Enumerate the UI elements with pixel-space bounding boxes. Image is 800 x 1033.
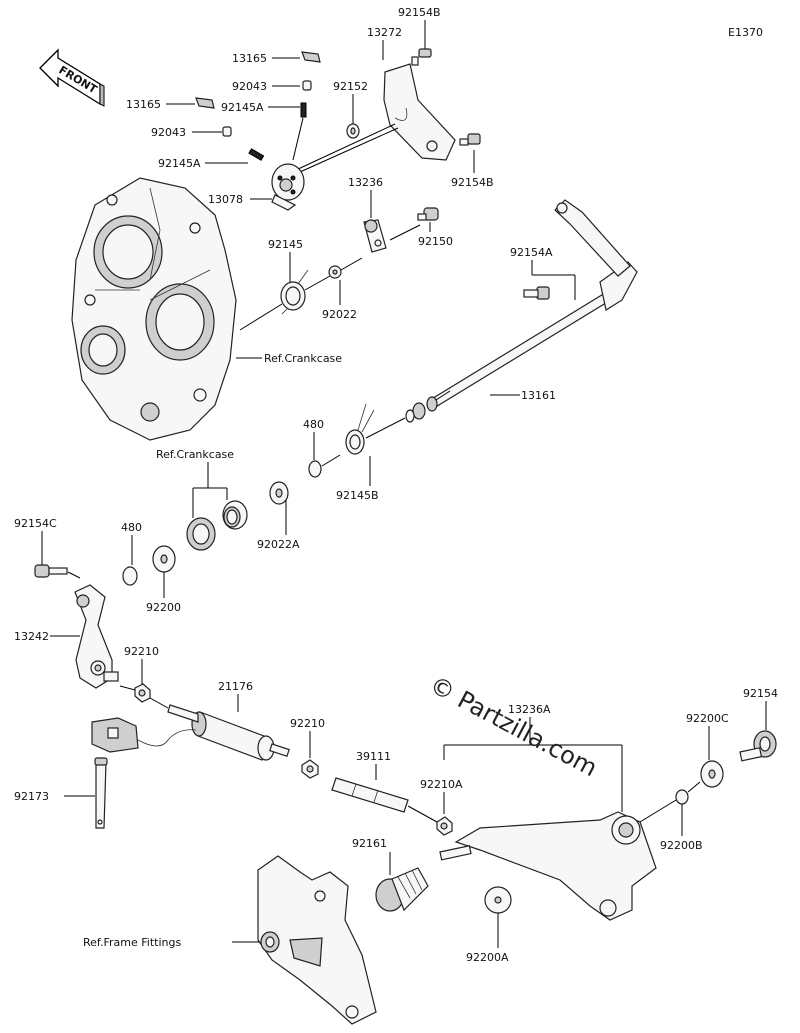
label-13165-b: 13165 [126,98,161,111]
label-92210-a: 92210 [124,645,159,658]
ratchet-13078 [271,163,305,211]
nut-92210A [436,816,453,836]
rubber-92161 [375,867,429,912]
label-92154A: 92154A [510,246,553,259]
circlip-480-b [122,566,138,586]
spring-92145A-b [248,148,265,161]
oil-seal [186,517,216,551]
plate-13272 [383,63,456,161]
label-480-a: 480 [303,418,324,431]
label-92210-b: 92210 [290,717,325,730]
bolt-92154B-top [411,48,432,66]
watermark: © Partzilla.com [425,671,602,783]
label-92152: 92152 [333,80,368,93]
label-92200C: 92200C [686,712,729,725]
label-13078: 13078 [208,193,243,206]
label-92150: 92150 [418,235,453,248]
label-21176: 21176 [218,680,253,693]
part-13165-b [195,97,215,109]
label-92200: 92200 [146,601,181,614]
label-39111: 39111 [356,750,391,763]
ref-frame-fittings: Ref.Frame Fittings [83,936,181,949]
diagram-code: E1370 [728,26,763,39]
bolt-92154B-bot [459,133,481,146]
needle-bearing [222,500,248,530]
nut-92210-b [301,759,319,779]
band-92173 [94,757,108,829]
rod-39111 [331,777,409,813]
label-92145A-a: 92145A [221,101,264,114]
bolt-92150 [417,207,439,221]
label-92145B: 92145B [336,489,379,502]
label-92043-a: 92043 [232,80,267,93]
front-arrow-icon: FRONT [39,48,105,107]
label-13272: 13272 [367,26,402,39]
label-13236: 13236 [348,176,383,189]
label-13161: 13161 [521,389,556,402]
label-13236A: 13236A [508,703,551,716]
nut-92210-a [134,683,151,703]
bolt-92154C [34,564,68,578]
crankcase-cover [71,177,237,441]
connector [91,717,197,753]
shift-pedal-13236A [439,811,657,921]
label-480-b: 480 [121,521,142,534]
spring-92145A-a [300,102,307,118]
shift-sensor-21176 [167,704,290,761]
label-92154B-bot: 92154B [451,176,494,189]
label-92154B-top: 92154B [398,6,441,19]
label-92200B: 92200B [660,839,703,852]
bolt-92154A [523,286,550,300]
label-92022: 92022 [322,308,357,321]
label-92173: 92173 [14,790,49,803]
part-92043-a [302,80,312,91]
spring-92145B [345,403,375,455]
label-92043-b: 92043 [151,126,186,139]
frame-fitting-bracket [257,855,377,1025]
label-13242: 13242 [14,630,49,643]
bolt-92154 [739,730,777,762]
washer-92200B [675,789,689,805]
label-92154C: 92154C [14,517,57,530]
label-13165-a: 13165 [232,52,267,65]
label-92145: 92145 [268,238,303,251]
circlip-480-a [308,460,322,478]
label-92145A-b: 92145A [158,157,201,170]
label-92210A: 92210A [420,778,463,791]
part-13165-a [301,51,321,63]
part-92043-b [222,126,232,137]
label-92200A: 92200A [466,951,509,964]
label-92022A: 92022A [257,538,300,551]
label-92161: 92161 [352,837,387,850]
label-92154: 92154 [743,687,778,700]
ref-crankcase-2: Ref.Crankcase [156,448,234,461]
spring-92145 [280,269,309,315]
shift-lever-13242 [74,584,119,689]
shift-shaft-13161 [405,199,638,423]
ref-crankcase-1: Ref.Crankcase [264,352,342,365]
